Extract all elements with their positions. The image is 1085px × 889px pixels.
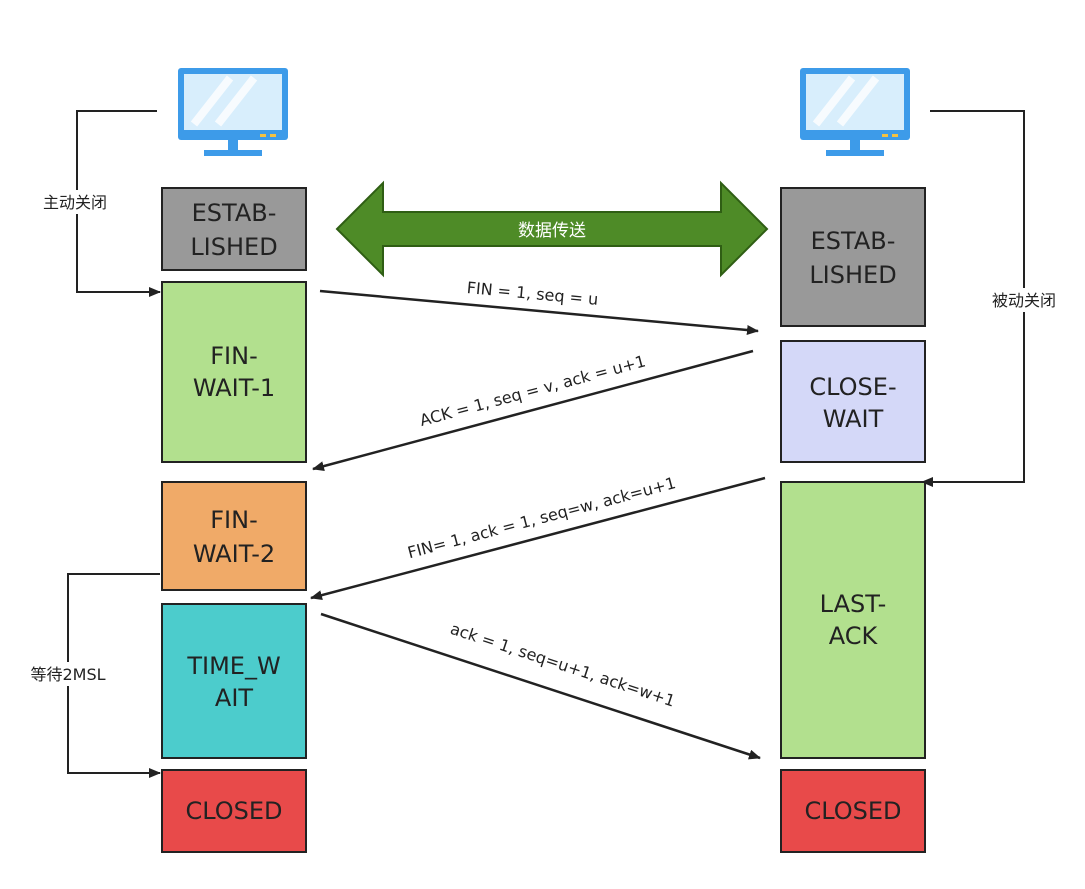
fin2-label: FIN= 1, ack = 1, seq=w, ack=u+1	[405, 473, 677, 562]
ack1-label: ACK = 1, seq = v, ack = u+1	[418, 351, 648, 430]
data-transfer-arrow	[335, 180, 769, 278]
data-transfer-label: 数据传送	[518, 221, 586, 241]
ack1-arrow	[312, 349, 754, 471]
svg-text:CLOSED: CLOSED	[804, 797, 901, 825]
ack2-arrow	[320, 612, 761, 760]
server-monitor-icon	[800, 68, 910, 156]
svg-text:ACK: ACK	[829, 622, 879, 650]
server-state-close-wait: CLOSE- WAIT	[780, 340, 926, 463]
active-close-label: 主动关闭	[43, 193, 107, 212]
fin1-arrow	[319, 289, 759, 335]
svg-text:ESTAB-: ESTAB-	[192, 199, 277, 227]
svg-text:FIN-: FIN-	[210, 506, 258, 534]
client-state-time-wait: TIME_W AIT	[161, 603, 307, 759]
wait-2msl-label: 等待2MSL	[30, 665, 105, 684]
svg-text:TIME_W: TIME_W	[186, 652, 280, 680]
client-state-established: ESTAB- LISHED	[161, 187, 307, 271]
fin2-arrow	[310, 476, 766, 601]
server-state-last-ack: LAST- ACK	[780, 481, 926, 759]
svg-text:LISHED: LISHED	[190, 233, 277, 261]
svg-text:LAST-: LAST-	[820, 590, 887, 618]
svg-text:CLOSED: CLOSED	[185, 797, 282, 825]
svg-text:WAIT-2: WAIT-2	[193, 540, 275, 568]
svg-text:ESTAB-: ESTAB-	[811, 227, 896, 255]
client-state-fin-wait-2: FIN- WAIT-2	[161, 481, 307, 591]
svg-text:LISHED: LISHED	[809, 261, 896, 289]
server-state-established: ESTAB- LISHED	[780, 187, 926, 327]
svg-text:WAIT: WAIT	[823, 405, 884, 433]
passive-close-label: 被动关闭	[992, 291, 1056, 310]
fin1-label: FIN = 1, seq = u	[466, 278, 599, 309]
client-monitor-icon	[178, 68, 288, 156]
server-state-closed: CLOSED	[780, 769, 926, 853]
client-state-fin-wait-1: FIN- WAIT-1	[161, 281, 307, 463]
ack2-label: ack = 1, seq=u+1, ack=w+1	[448, 619, 678, 711]
svg-text:CLOSE-: CLOSE-	[809, 373, 896, 401]
svg-text:AIT: AIT	[215, 684, 253, 712]
svg-text:FIN-: FIN-	[210, 342, 258, 370]
client-state-closed: CLOSED	[161, 769, 307, 853]
svg-text:WAIT-1: WAIT-1	[193, 374, 275, 402]
